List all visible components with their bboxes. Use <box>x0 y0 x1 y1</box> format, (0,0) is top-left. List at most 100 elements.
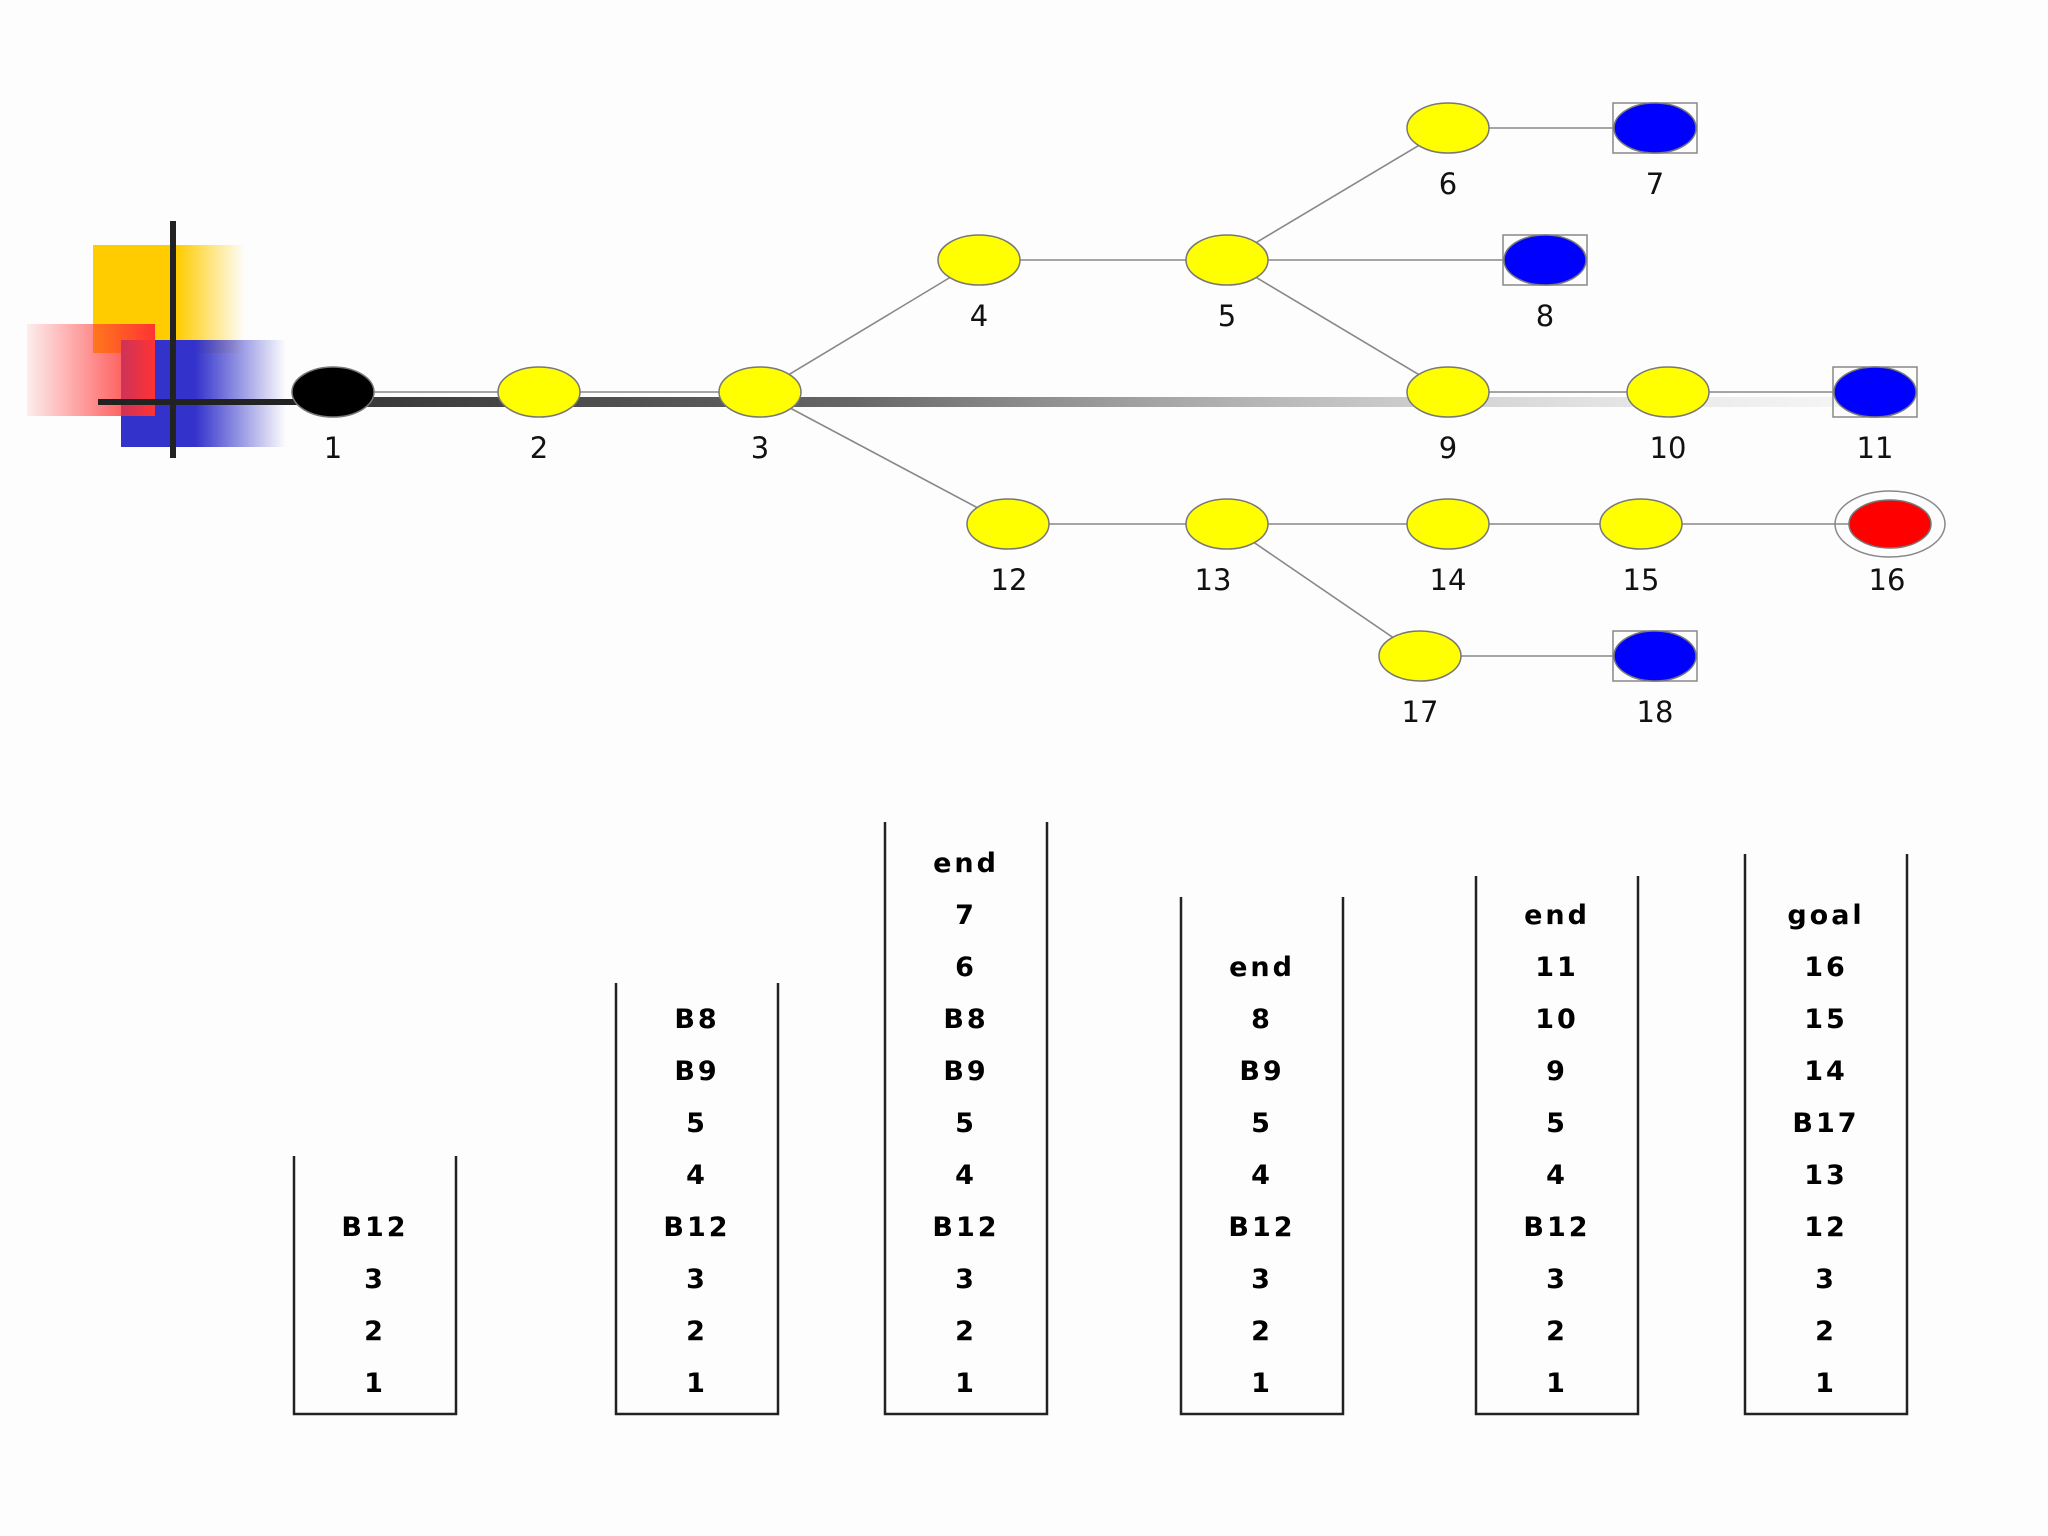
stack-item: B9 <box>943 1056 988 1087</box>
start-node-circle <box>291 366 375 418</box>
node-label: 6 <box>1439 167 1457 201</box>
node-label: 5 <box>1218 299 1236 333</box>
node-label: 2 <box>530 431 548 465</box>
stack-item: 11 <box>1535 952 1579 983</box>
stack-item: end <box>933 848 999 879</box>
node-label: 8 <box>1536 299 1554 333</box>
stack-item: 1 <box>364 1368 386 1399</box>
stack-sequence: B12321B8B954B12321end76B8B954B12321end8B… <box>292 822 1909 1416</box>
stack-item: B9 <box>1239 1056 1284 1087</box>
goal-ring <box>1834 490 1946 558</box>
node-label: 1 <box>324 431 342 465</box>
stack-item: 3 <box>686 1264 708 1295</box>
stack-item: end <box>1229 952 1295 983</box>
tree-node-9: 9 <box>1406 366 1490 465</box>
dead-end-node-circle <box>1833 366 1917 418</box>
tree-node-18: 18 <box>1612 630 1698 729</box>
node-label: 3 <box>751 431 769 465</box>
tree-edge <box>1226 259 1449 393</box>
node-label: 14 <box>1430 563 1467 597</box>
tree-node-8: 8 <box>1502 234 1588 333</box>
stack-item: 2 <box>955 1316 977 1347</box>
node-label: 7 <box>1646 167 1664 201</box>
stack-item: 2 <box>686 1316 708 1347</box>
stack-item: 15 <box>1804 1004 1848 1035</box>
node-label: 10 <box>1650 431 1687 465</box>
node-label: 4 <box>970 299 988 333</box>
stack-container <box>883 822 1049 1416</box>
node-label: 9 <box>1439 431 1457 465</box>
stack-item: 1 <box>955 1368 977 1399</box>
stack-item: 5 <box>1546 1108 1568 1139</box>
stack-item: 3 <box>1815 1264 1837 1295</box>
stack-item: 4 <box>955 1160 977 1191</box>
stack-item: 4 <box>1546 1160 1568 1191</box>
node-label: 18 <box>1637 695 1674 729</box>
path-node-circle <box>1185 498 1269 550</box>
main-line-shaded-bar <box>300 397 1880 407</box>
stack-item: 12 <box>1804 1212 1848 1243</box>
stack-item: B17 <box>1792 1108 1859 1139</box>
tree-node-11: 11 <box>1832 366 1918 465</box>
tree-node-12: 12 <box>966 498 1050 597</box>
stack-container <box>1474 876 1640 1416</box>
node-label: 16 <box>1869 563 1906 597</box>
node-label: 13 <box>1195 563 1232 597</box>
stack-container <box>1743 854 1909 1416</box>
stack-item: 9 <box>1546 1056 1568 1087</box>
tree-node-5: 5 <box>1185 234 1269 333</box>
stack-item: 13 <box>1804 1160 1848 1191</box>
stack-item: B8 <box>674 1004 719 1035</box>
node-label: 15 <box>1623 563 1660 597</box>
stack-item: 2 <box>1546 1316 1568 1347</box>
tree-edge <box>759 259 980 393</box>
stack-item: 10 <box>1535 1004 1579 1035</box>
stack-item: end <box>1524 900 1590 931</box>
stack-item: 14 <box>1804 1056 1848 1087</box>
path-node-circle <box>1406 366 1490 418</box>
tree-node-14: 14 <box>1406 498 1490 597</box>
stack-item: 2 <box>1251 1316 1273 1347</box>
goal-node-circle <box>1848 499 1932 549</box>
tree-node-7: 7 <box>1612 102 1698 201</box>
stack-item: 4 <box>686 1160 708 1191</box>
node-label: 11 <box>1857 431 1894 465</box>
stack-item: 1 <box>686 1368 708 1399</box>
dead-end-node-circle <box>1613 102 1697 154</box>
stack-item: B12 <box>1228 1212 1295 1243</box>
path-node-circle <box>1185 234 1269 286</box>
stack-item: 7 <box>955 900 977 931</box>
path-node-circle <box>937 234 1021 286</box>
stack-container <box>1179 897 1345 1416</box>
stack-item: 2 <box>1815 1316 1837 1347</box>
path-node-circle <box>497 366 581 418</box>
path-node-circle <box>1378 630 1462 682</box>
tree-node-2: 2 <box>497 366 581 465</box>
stack-item: B12 <box>663 1212 730 1243</box>
stack-item: 6 <box>955 952 977 983</box>
dead-end-node-circle <box>1613 630 1697 682</box>
stack-item: 16 <box>1804 952 1848 983</box>
stack-item: 1 <box>1815 1368 1837 1399</box>
dead-end-node-circle <box>1503 234 1587 286</box>
tree-node-13: 13 <box>1185 498 1269 597</box>
stack-item: 4 <box>1251 1160 1273 1191</box>
stack-item: B8 <box>943 1004 988 1035</box>
tree-node-4: 4 <box>937 234 1021 333</box>
stack-item: 8 <box>1251 1004 1273 1035</box>
path-node-circle <box>718 366 802 418</box>
stack-item: 5 <box>1251 1108 1273 1139</box>
stack-item: 5 <box>955 1108 977 1139</box>
tree-node-17: 17 <box>1378 630 1462 729</box>
tree-edge <box>1226 523 1421 657</box>
stack-item: 3 <box>1546 1264 1568 1295</box>
tree-edge <box>1226 127 1449 261</box>
tree-node-15: 15 <box>1599 498 1683 597</box>
